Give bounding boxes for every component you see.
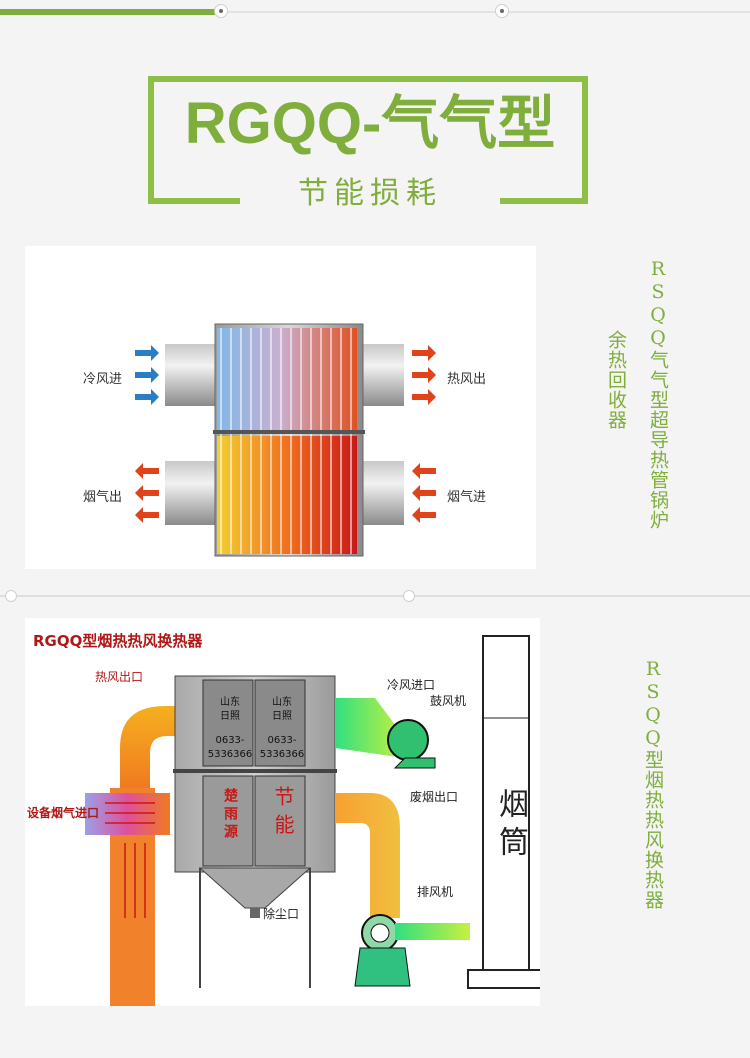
label-chimney: 烟筒 [493,788,528,864]
label-hot-air-outlet: 热风出口 [95,670,144,684]
lower-left-brand: 楚雨源 [222,788,238,842]
upper-fin-section [217,328,357,430]
divider-dot-right [403,590,415,602]
label-cold-air-in: 冷风进 [83,372,123,387]
flue-in-arrows [412,463,436,523]
divider-dot-left [5,590,17,602]
label-hot-air-out: 热风出 [447,372,487,387]
flue-out-arrows [135,463,159,523]
chimney [482,635,530,987]
panel-right-phone1: 0633- [267,735,297,746]
top-bar-line [218,11,750,13]
label-waste-flue-outlet: 废烟出口 [410,790,459,804]
title-frame-gap [240,194,500,214]
top-bar-dot-2 [495,4,509,18]
panel-left-line1: 山东 [220,697,240,708]
page-title: RGQQ-气气型 [184,91,556,156]
side-label-boiler: RSQQ气气型超导热管锅炉 [647,258,669,530]
panel-left-line2: 日照 [220,711,240,722]
panel-left-phone2: 5336366 [207,749,253,760]
waste-flue-pipe [335,793,400,918]
equipment-flue-inlet [85,793,170,835]
lower-left-duct [165,461,217,525]
fin-lines [220,328,352,554]
panel-left-text: 山东 日照 0633- 5336366 [207,696,253,762]
panel-right-line1: 山东 [272,697,292,708]
panel-left-phone1: 0633- [215,735,245,746]
top-bar-dot-1 [214,4,228,18]
top-bar [0,0,750,30]
exchanger-diagram: RGQQ型烟热热风换热器 热风出口 冷风进口 鼓风机 设备烟气进口 废烟出口 排… [25,618,545,1008]
side-label-exchanger: RSQQ型烟热热风换热器 [642,658,664,910]
label-cold-air-inlet: 冷风进口 [387,678,436,692]
label-flue-out: 烟气出 [83,490,123,505]
label-exhaust-fan: 排风机 [417,885,454,899]
panel-right-text: 山东 日照 0633- 5336366 [259,696,305,762]
label-equipment-flue-inlet: 设备烟气进口 [27,806,100,820]
lower-fin-section [217,436,357,554]
label-flue-in: 烟气进 [447,490,487,505]
heat-pipe-svg [135,323,436,557]
label-dust-outlet: 除尘口 [263,907,300,921]
blower-fan [387,719,429,761]
panel-right-line2: 日照 [272,711,292,722]
top-bar-green [0,9,218,15]
upper-left-duct [165,344,217,406]
cold-air-arrows [135,345,159,405]
hot-air-arrows [412,345,436,405]
exchanger-svg [85,635,545,1008]
section-divider [0,595,750,597]
exchanger-title: RGQQ型烟热热风换热器 [33,632,203,650]
heat-pipe-diagram: 冷风进 热风出 烟气出 烟气进 [25,246,536,569]
label-blower: 鼓风机 [430,694,467,708]
panel-right-phone2: 5336366 [259,749,305,760]
lower-right-brand: 节能 [271,786,295,842]
page-subtitle: 节能损耗 [298,176,442,211]
side-label-recovery: 余热回收器 [605,330,627,430]
hot-air-pipe [120,706,177,788]
